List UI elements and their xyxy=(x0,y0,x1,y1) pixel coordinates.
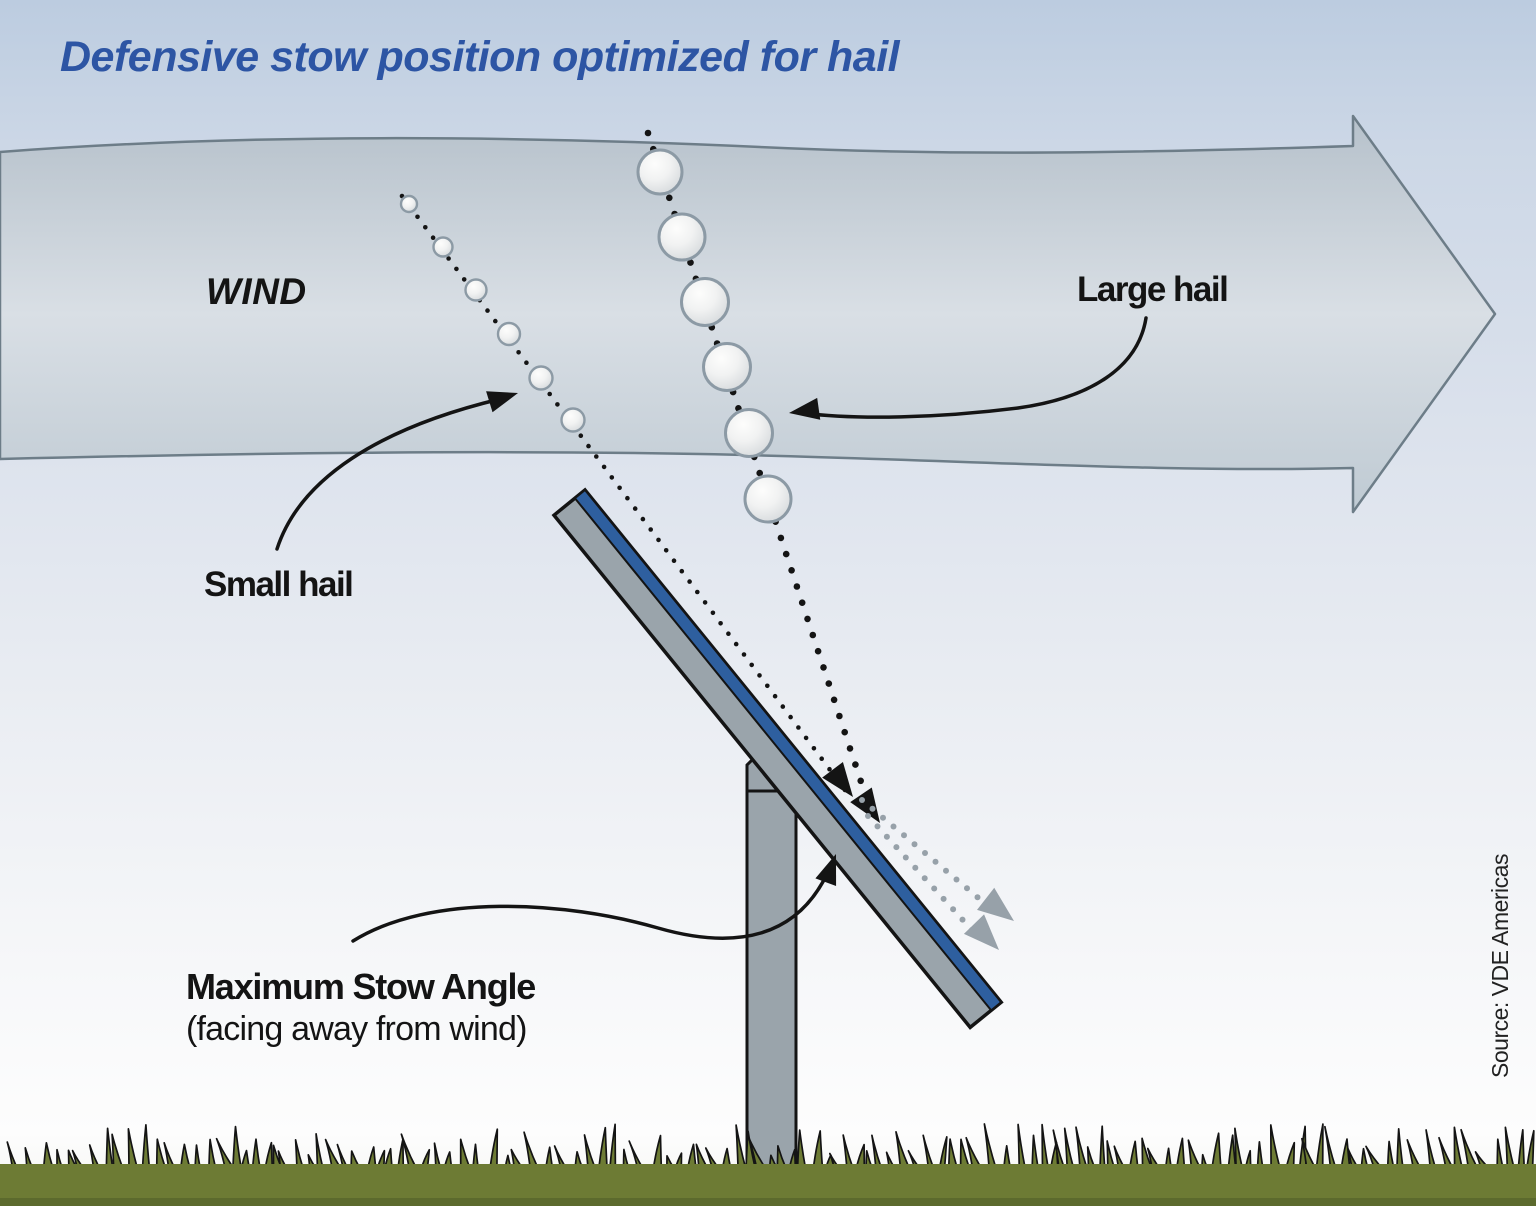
wind-label: WIND xyxy=(206,271,307,312)
leader-arrows xyxy=(275,316,1148,943)
grass xyxy=(0,1123,1536,1206)
tracker-pole xyxy=(745,750,798,1187)
source-credit: Source: VDE Americas xyxy=(1487,854,1513,1078)
hail-trajectories xyxy=(399,129,1014,950)
max-stow-label: Maximum Stow Angle (facing away from win… xyxy=(186,966,536,1049)
large-hail-label: Large hail xyxy=(1077,270,1229,309)
small-hail-label: Small hail xyxy=(204,565,354,604)
page-title: Defensive stow position optimized for ha… xyxy=(60,33,900,81)
max-stow-title: Maximum Stow Angle xyxy=(186,966,536,1007)
tracker-panel xyxy=(551,487,1004,1030)
max-stow-subtitle: (facing away from wind) xyxy=(186,1010,527,1048)
wind-arrow xyxy=(0,114,1497,514)
